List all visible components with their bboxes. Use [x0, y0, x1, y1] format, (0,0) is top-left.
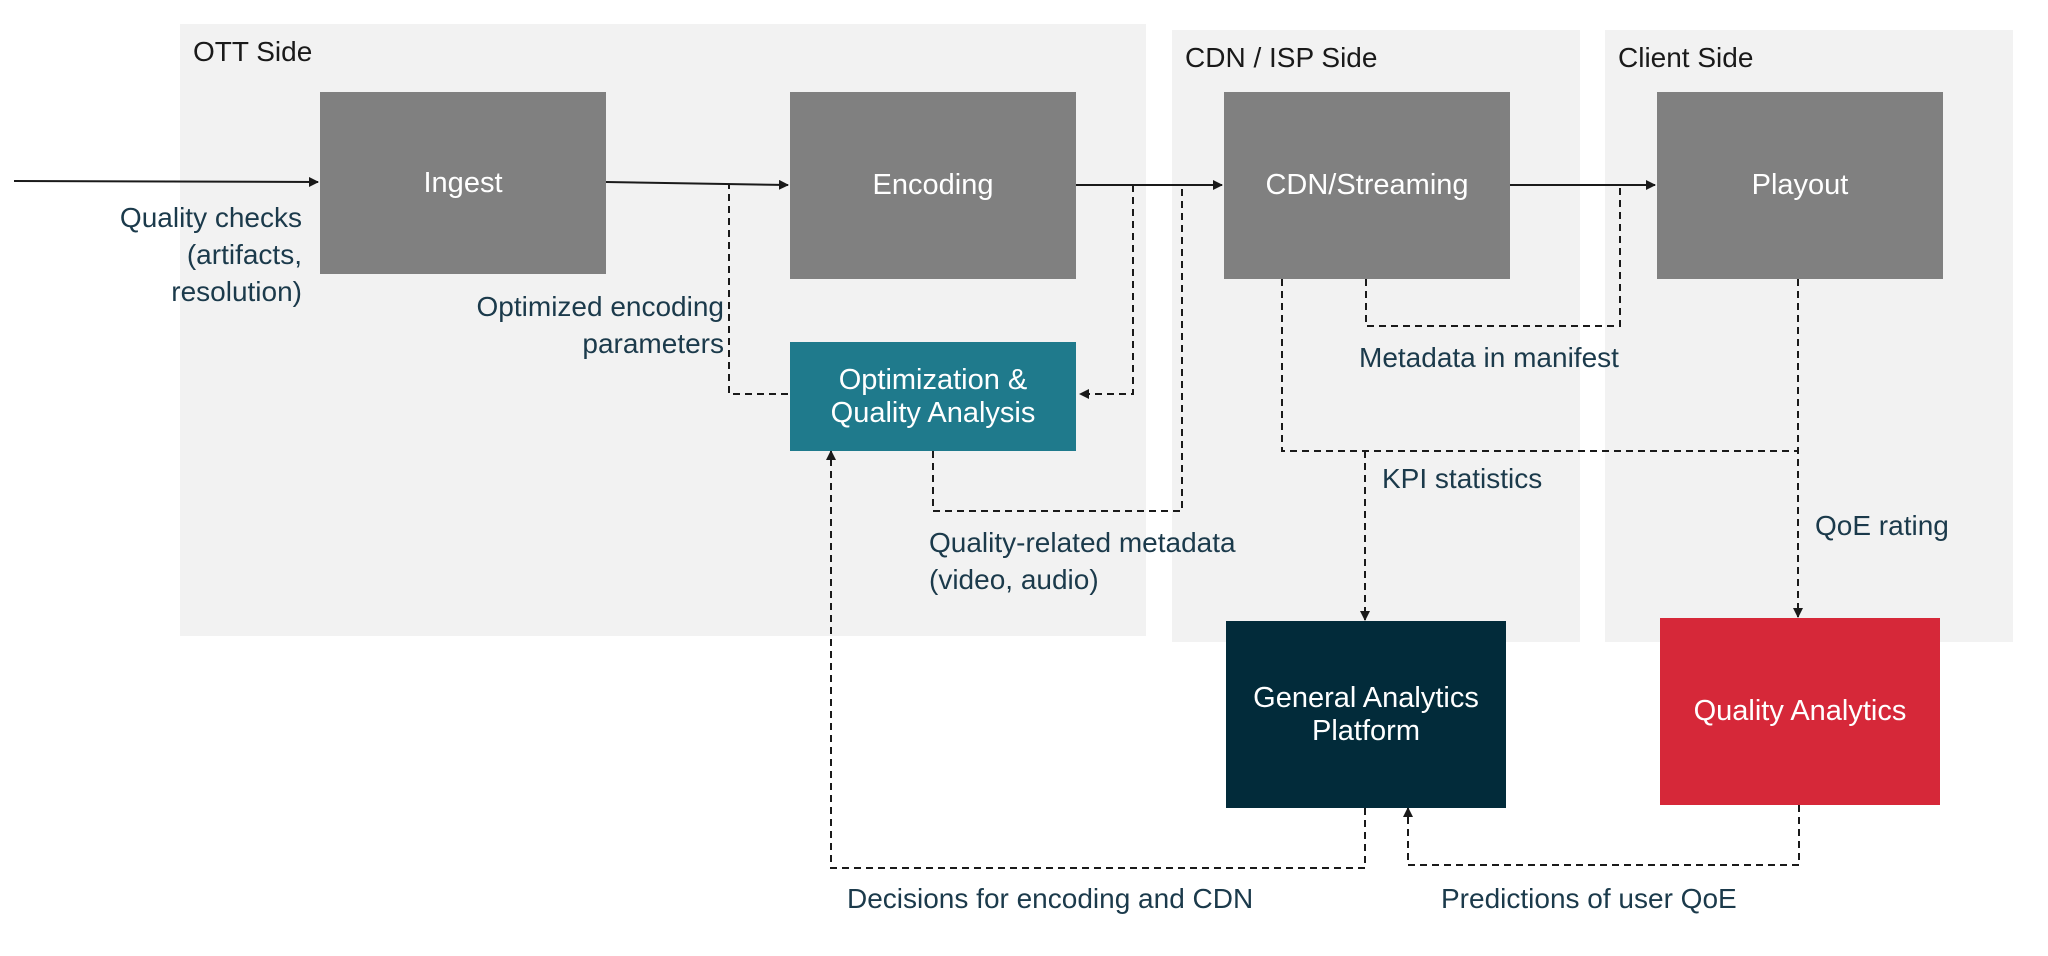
- encoding-to-optimization-dashed: [1079, 185, 1134, 399]
- optimized-encoding-label: Optimized encoding parameters: [476, 291, 724, 359]
- metadata-manifest-dashed: [1365, 185, 1621, 327]
- kpi-statistics-dashed: [1281, 279, 1798, 452]
- decisions-dashed: [826, 450, 1366, 869]
- optimized-params-dashed: [728, 185, 788, 395]
- input-to-ingest-arrow: [13, 176, 319, 187]
- optimization-quality-analysis-box: Optimization & Quality Analysis: [790, 342, 1076, 451]
- ott-side-label: OTT Side: [193, 36, 313, 67]
- cdn-isp-side-label: CDN / ISP Side: [1185, 42, 1378, 73]
- quality-checks-label: Quality checks (artifacts, resolution): [119, 202, 302, 307]
- ingest-label: Ingest: [423, 166, 503, 199]
- client-side-label: Client Side: [1618, 42, 1754, 73]
- quality-analytics-box: Quality Analytics: [1660, 618, 1940, 805]
- general-analytics-platform-box: General Analytics Platform: [1226, 621, 1506, 808]
- decisions-label: Decisions for encoding and CDN: [847, 883, 1254, 914]
- quality-related-metadata-label: Quality-related metadata (video, audio): [929, 527, 1236, 595]
- quality-analytics-label: Quality Analytics: [1693, 695, 1907, 727]
- playout-box: Playout: [1657, 92, 1943, 279]
- encoding-label: Encoding: [872, 169, 994, 201]
- qoe-rating-label: QoE rating: [1815, 510, 1949, 541]
- cdn-streaming-box: CDN/Streaming: [1224, 92, 1510, 279]
- general-analytics-label: General Analytics Platform: [1253, 681, 1479, 747]
- cdn-streaming-label: CDN/Streaming: [1265, 169, 1469, 201]
- ingest-to-encoding-arrow: [605, 179, 789, 190]
- metadata-in-manifest-label: Metadata in manifest: [1359, 342, 1619, 373]
- quality-metadata-dashed: [932, 185, 1183, 512]
- encoding-box: Encoding: [790, 92, 1076, 279]
- predictions-dashed: [1403, 805, 1800, 866]
- predictions-label: Predictions of user QoE: [1441, 883, 1737, 914]
- ingest-box: Ingest: [320, 92, 606, 274]
- kpi-statistics-label: KPI statistics: [1382, 463, 1543, 494]
- optimization-label: Optimization & Quality Analysis: [830, 363, 1036, 429]
- playout-label: Playout: [1751, 169, 1849, 201]
